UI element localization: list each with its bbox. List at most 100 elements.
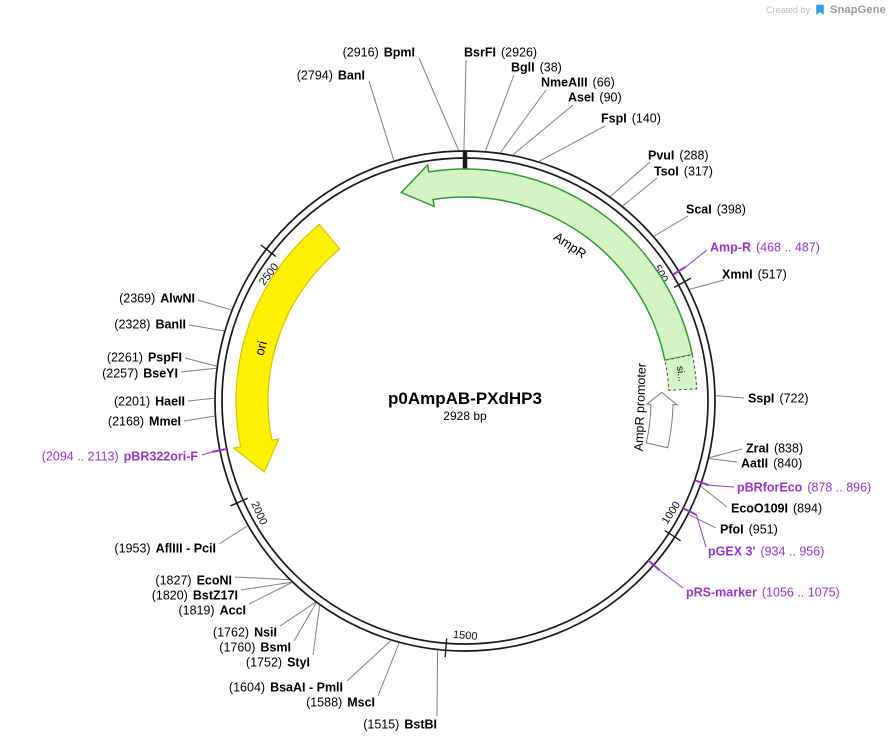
primer-label-prs-marker[interactable]: pRS-marker(1056 .. 1075): [686, 585, 840, 599]
enzyme-site-label-xmni[interactable]: XmnI (517): [722, 267, 787, 281]
enzyme-name: NsiI: [254, 625, 277, 639]
enzyme-leader-line-econi: [234, 576, 289, 581]
feature-label-ori: ori: [252, 339, 270, 357]
enzyme-site-label-bsrfi[interactable]: BsrFI(2926): [464, 45, 537, 59]
enzyme-position: (1760): [219, 640, 255, 654]
enzyme-name: SspI: [748, 391, 774, 405]
enzyme-site-label-banii[interactable]: (2328)BanII: [114, 317, 186, 331]
primer-label-pbrforeco[interactable]: pBRforEco(878 .. 896): [737, 480, 871, 494]
enzyme-leader-line-aatii: [709, 458, 738, 463]
primer-label-amp-r[interactable]: Amp-R(468 .. 487): [710, 240, 820, 254]
primer-label-pgex-3p[interactable]: pGEX 3'(934 .. 956): [708, 544, 824, 558]
primer-tick-pbr322ori-f[interactable]: [211, 447, 227, 453]
primer-name: pBR322ori-F: [124, 449, 199, 463]
enzyme-position: (66): [593, 75, 615, 89]
feature-ori[interactable]: [232, 223, 341, 474]
primer-tick-amp-r[interactable]: [672, 266, 686, 276]
enzyme-leader-line-bseyi: [180, 367, 217, 373]
primer-name: pGEX 3': [708, 544, 755, 558]
enzyme-site-label-styi[interactable]: (1752)StyI: [246, 655, 310, 669]
enzyme-position: (317): [684, 164, 713, 178]
enzyme-site-label-pfoi[interactable]: PfoI(951): [720, 522, 778, 536]
primer-leader-line-pbrforeco: [708, 484, 735, 488]
enzyme-name: XmnI: [722, 267, 753, 281]
enzyme-site-label-pvui[interactable]: PvuI(288): [648, 148, 709, 162]
primer-tick-prs-marker[interactable]: [647, 559, 661, 572]
enzyme-leader-line-zrai: [709, 448, 743, 459]
primer-leader-line-pbr322ori-f: [201, 451, 213, 456]
enzyme-name: ScaI: [686, 202, 712, 216]
enzyme-position: (1515): [363, 717, 399, 731]
enzyme-leader-line-bstbi: [436, 650, 439, 717]
feature-ampr-promoter[interactable]: [645, 391, 679, 449]
enzyme-site-label-nsii[interactable]: (1762) NsiI: [213, 625, 277, 639]
scale-tick-2500: [260, 244, 277, 258]
enzyme-site-label-mmei[interactable]: (2168)MmeI: [108, 414, 181, 428]
enzyme-leader-line-sspi: [715, 395, 745, 399]
enzyme-name: AflIII - PciI: [156, 541, 216, 555]
scale-tick-500: [673, 277, 692, 288]
enzyme-position: (1820): [152, 588, 188, 602]
enzyme-site-label-aatii[interactable]: AatII(840): [741, 456, 802, 470]
enzyme-position: (517): [758, 267, 787, 281]
enzyme-position: (840): [773, 456, 802, 470]
enzyme-position: (2201): [114, 394, 150, 408]
enzyme-leader-line-bsaai-pmli: [346, 640, 392, 682]
enzyme-position: (722): [779, 391, 808, 405]
feature-ampr-signal-sequence[interactable]: [664, 354, 698, 391]
enzyme-name: BglI: [511, 60, 535, 74]
enzyme-site-label-zrai[interactable]: ZraI(838): [746, 441, 803, 455]
enzyme-name: EcoNI: [197, 573, 232, 587]
enzyme-site-label-bsaai-pmli[interactable]: (1604)BsaAI - PmlI: [229, 680, 343, 694]
enzyme-site-label-econi[interactable]: (1827)EcoNI: [155, 573, 232, 587]
primer-label-pbr322ori-f[interactable]: (2094 .. 2113) pBR322ori-F: [42, 449, 199, 463]
enzyme-site-label-ecoo109i[interactable]: EcoO109I(894): [731, 501, 822, 515]
enzyme-leader-line-acci: [248, 582, 292, 605]
feature-label-ampr-promoter: AmpR promoter: [632, 363, 649, 452]
enzyme-site-label-afliii-pcii[interactable]: (1953)AflIII - PciI: [114, 541, 216, 555]
enzyme-name: AccI: [220, 603, 246, 617]
scale-tick-1500: [444, 638, 448, 658]
enzyme-site-label-bsmi[interactable]: (1760)BsmI: [219, 640, 291, 654]
brand-text: SnapGene: [829, 4, 886, 16]
enzyme-site-label-fspi[interactable]: FspI(140): [601, 111, 661, 125]
enzyme-leader-line-banii: [188, 324, 225, 332]
enzyme-site-label-sspi[interactable]: SspI (722): [748, 391, 809, 405]
enzyme-site-label-scai[interactable]: ScaI (398): [686, 202, 746, 216]
primer-tick-pgex-3p[interactable]: [682, 507, 697, 516]
enzyme-leader-line-pspfi: [184, 357, 217, 367]
enzyme-leader-line-bsmi: [293, 602, 317, 642]
enzyme-position: (1762): [213, 625, 249, 639]
watermark: Created by SnapGene: [766, 4, 886, 16]
enzyme-name: ZraI: [746, 441, 769, 455]
enzyme-position: (1819): [178, 603, 214, 617]
enzyme-site-label-bstbi[interactable]: (1515)BstBI: [363, 717, 437, 731]
enzyme-name: BsaAI - PmlI: [270, 680, 343, 694]
enzyme-position: (951): [749, 522, 778, 536]
enzyme-site-label-bstz17i[interactable]: (1820)BstZ17I: [152, 588, 238, 602]
enzyme-site-label-asei[interactable]: AseI(90): [568, 90, 622, 104]
enzyme-site-label-bpmi[interactable]: (2916)BpmI: [343, 45, 415, 59]
enzyme-site-label-nmeaiii[interactable]: NmeAIII(66): [541, 75, 615, 89]
snapgene-logo-icon: [816, 4, 824, 15]
enzyme-site-label-tsoi[interactable]: TsoI(317): [654, 164, 713, 178]
enzyme-site-label-haeii[interactable]: (2201)HaeII: [114, 394, 185, 408]
primer-tick-pbrforeco[interactable]: [694, 479, 710, 487]
enzyme-site-label-acci[interactable]: (1819) AccI: [178, 603, 246, 617]
primer-range: (2094 .. 2113): [42, 449, 119, 463]
feature-ampr-cds[interactable]: [399, 163, 694, 362]
primer-name: pRS-marker: [686, 585, 757, 599]
enzyme-site-label-bani[interactable]: (2794)BanI: [297, 68, 365, 82]
enzyme-name: MscI: [347, 695, 375, 709]
enzyme-site-label-bseyi[interactable]: (2257)BseYI: [102, 366, 178, 380]
enzyme-name: AseI: [568, 90, 594, 104]
enzyme-leader-line-alwni: [197, 299, 232, 311]
enzyme-site-label-pspfi[interactable]: (2261)PspFI: [107, 350, 182, 364]
enzyme-site-label-alwni[interactable]: (2369)AlwNI: [119, 291, 195, 305]
enzyme-site-label-bgli[interactable]: BglI(38): [511, 60, 562, 74]
enzyme-position: (398): [717, 202, 746, 216]
enzyme-site-label-msci[interactable]: (1588)MscI: [306, 695, 375, 709]
plasmid-name: p0AmpAB-PXdHP3: [388, 389, 542, 408]
